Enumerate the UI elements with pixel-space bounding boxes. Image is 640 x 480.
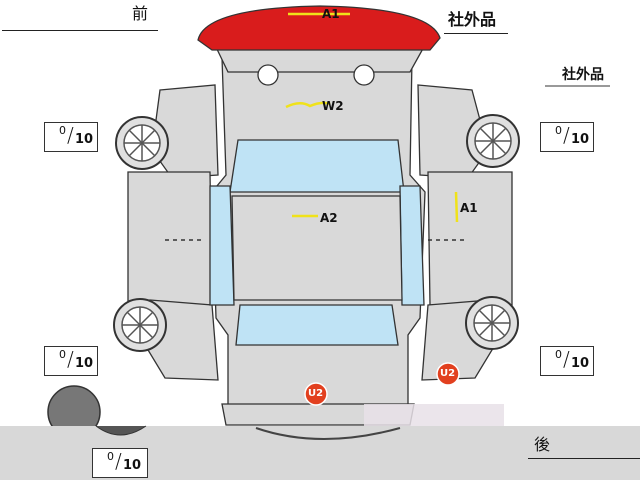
roof (231, 195, 403, 301)
damage-code-rear-right: U2 (440, 368, 456, 379)
tire-slash: / (563, 123, 570, 147)
tire-value: 0 (59, 348, 66, 361)
front-spoiler (197, 5, 441, 51)
tire-value: 0 (107, 450, 114, 463)
tire-slash: / (563, 347, 570, 371)
front-underline (2, 30, 158, 31)
right-side-panel (427, 171, 513, 306)
u2-badge-left (304, 382, 328, 406)
damage-code-roof: A2 (320, 211, 338, 225)
tire-slash: / (115, 449, 122, 473)
tire-value: 0 (555, 348, 562, 361)
front-label: 前 (132, 4, 149, 23)
wheels (113, 114, 520, 352)
left-headlight (257, 64, 279, 86)
wheel-front-right (466, 114, 520, 168)
tire-box-rear-left: 0 / 10 (44, 346, 98, 376)
tire-max: 10 (75, 132, 94, 147)
tire-box-front-right: 0 / 10 (540, 122, 594, 152)
tire-slash: / (67, 347, 74, 371)
scratch-hood (285, 101, 331, 109)
damage-code-rear-left: U2 (308, 388, 324, 399)
right-headlight (353, 64, 375, 86)
left-side-window (209, 185, 235, 306)
rear-label: 後 (534, 435, 551, 454)
left-side-panel (127, 171, 213, 306)
tire-slash: / (67, 123, 74, 147)
tire-box-spare: 0 / 10 (92, 448, 148, 478)
damage-code-hood: W2 (322, 99, 344, 113)
wheel-rear-left (113, 298, 167, 352)
rear-bumper (221, 403, 415, 426)
right-side-window (399, 185, 425, 306)
damage-code-front-spoiler: A1 (322, 7, 340, 21)
u2-badge-right (436, 362, 460, 386)
tire-max: 10 (123, 458, 142, 473)
tire-value: 0 (59, 124, 66, 137)
tire-value: 0 (555, 124, 562, 137)
windshield (229, 139, 405, 193)
rear-window (235, 304, 399, 346)
damage-code-right-side: A1 (460, 201, 478, 215)
tire-max: 10 (571, 356, 590, 371)
rear-underline (528, 458, 640, 459)
tire-max: 10 (571, 132, 590, 147)
wheel-front-left (115, 116, 169, 170)
tire-box-front-left: 0 / 10 (44, 122, 98, 152)
scratch-right-side (454, 191, 459, 223)
aftermarket-top-underline (444, 33, 508, 34)
tire-max: 10 (75, 356, 94, 371)
wheel-rear-right (465, 296, 519, 350)
aftermarket-top-label: 社外品 (448, 10, 497, 29)
aftermarket-right-label: 社外品 (562, 67, 604, 83)
tire-box-rear-right: 0 / 10 (540, 346, 594, 376)
